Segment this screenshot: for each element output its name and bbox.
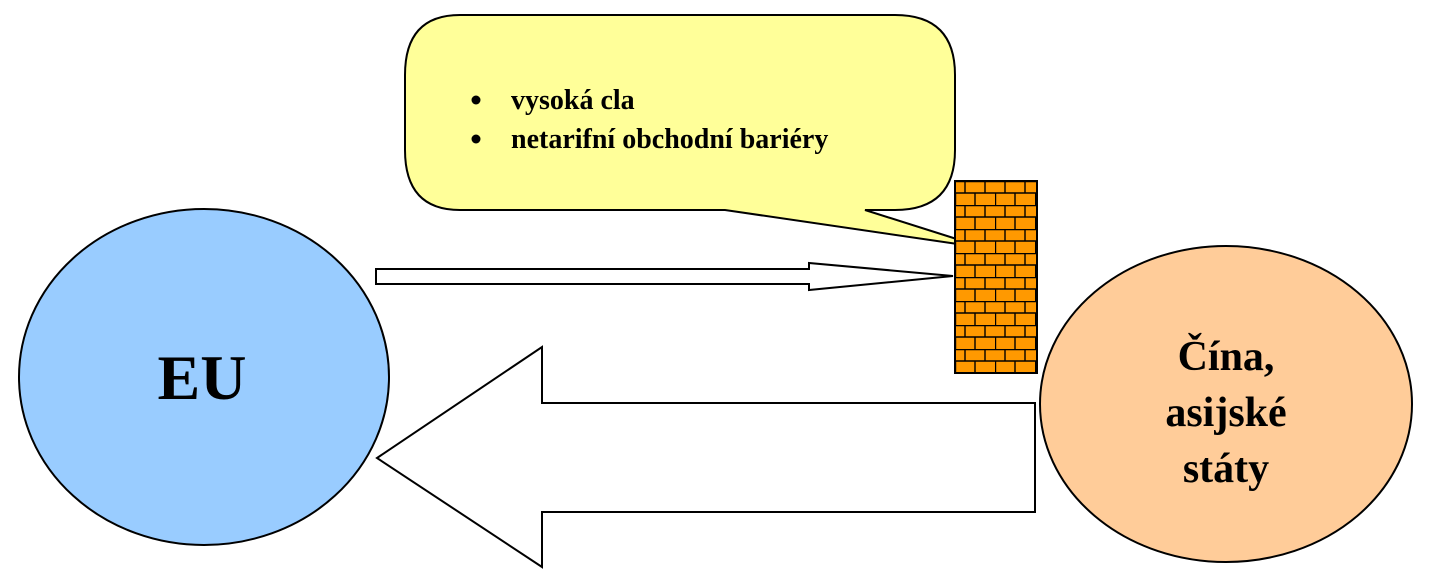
asia-label-line-1: Čína, xyxy=(1178,332,1275,380)
brick-wall xyxy=(954,180,1038,374)
callout-bubble xyxy=(404,14,986,249)
callout-item-2: netarifní obchodní bariéry xyxy=(511,124,828,155)
export-arrow xyxy=(375,261,954,292)
bullet-icon xyxy=(471,134,481,144)
asia-label-line-3: státy xyxy=(1183,446,1269,492)
eu-node: EU xyxy=(18,208,390,546)
eu-label: EU xyxy=(158,342,247,413)
bullet-icon xyxy=(471,95,481,105)
asia-node: Čína, asijské státy xyxy=(1039,245,1413,563)
asia-circle xyxy=(1039,245,1413,563)
asia-label-line-2: asijské xyxy=(1165,390,1286,436)
callout-item-1: vysoká cla xyxy=(511,85,635,116)
barrier-callout: vysoká cla netarifní obchodní bariéry xyxy=(404,14,986,249)
eu-circle xyxy=(18,208,390,546)
import-arrow xyxy=(375,345,1036,569)
